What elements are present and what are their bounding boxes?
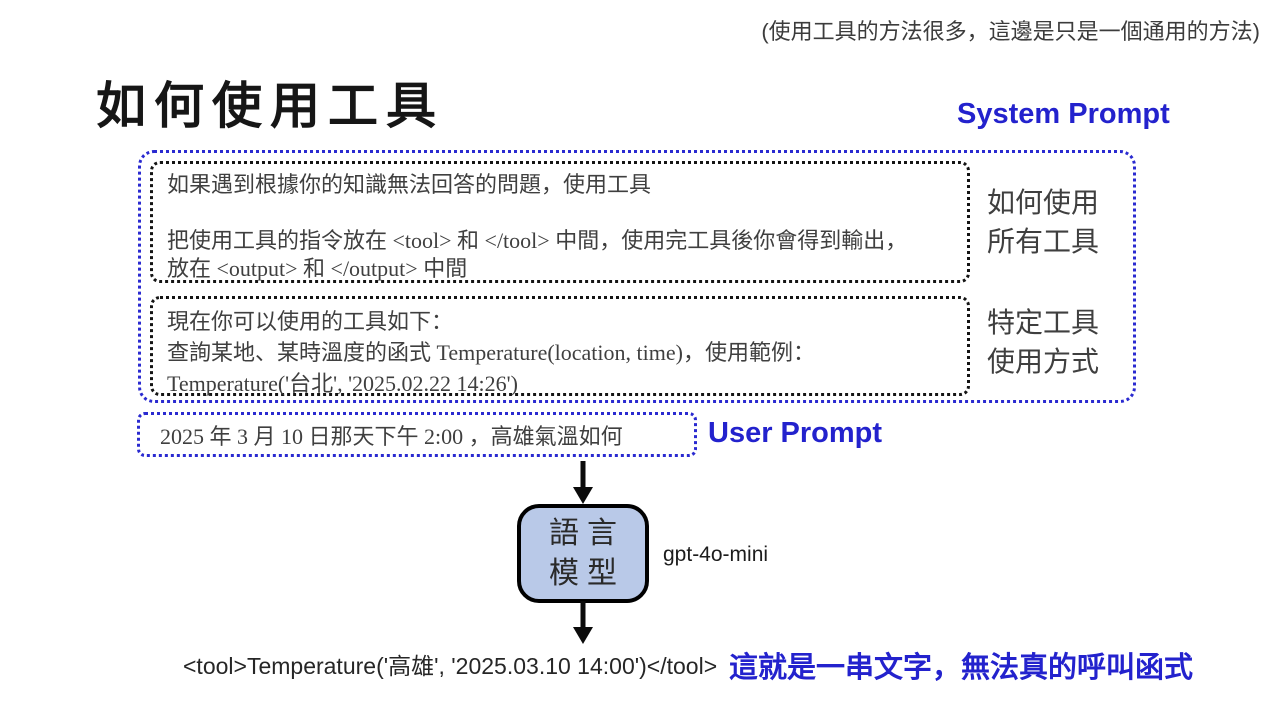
side-label-line: 所有工具 bbox=[987, 226, 1100, 257]
user-prompt-box: 2025 年 3 月 10 日那天下午 2:00 ，高雄氣溫如何 bbox=[137, 412, 697, 457]
model-box-line: 語言 bbox=[549, 516, 625, 550]
model-box-line: 模型 bbox=[549, 556, 625, 590]
specific-tool-spec-box: 現在你可以使用的工具如下： 查詢某地、某時溫度的函式 Temperature(l… bbox=[150, 296, 970, 396]
model-output-tool-call: <tool>Temperature('高雄', '2025.03.10 14:0… bbox=[183, 653, 718, 679]
general-instructions-line: 放在 <output> 和 </output> 中間 bbox=[167, 256, 468, 281]
page-title: 如何使用工具 bbox=[96, 78, 444, 134]
user-prompt-label: User Prompt bbox=[708, 417, 883, 449]
side-label-line: 特定工具 bbox=[987, 307, 1100, 338]
blank-line bbox=[167, 199, 953, 227]
output-annotation: 這就是一串文字，無法真的呼叫函式 bbox=[729, 652, 1194, 684]
side-label-specific-tool: 特定工具 使用方式 bbox=[987, 303, 1137, 381]
tool-spec-line: Temperature('台北', '2025.02.22 14:26') bbox=[167, 371, 518, 396]
general-instructions-line: 如果遇到根據你的知識無法回答的問題，使用工具 bbox=[167, 172, 652, 197]
model-name-label: gpt-4o-mini bbox=[663, 543, 769, 566]
side-label-general-tools: 如何使用 所有工具 bbox=[987, 183, 1137, 261]
slide-note: (使用工具的方法很多，這邊是只是一個通用的方法) bbox=[761, 19, 1260, 44]
side-label-line: 使用方式 bbox=[987, 346, 1100, 377]
system-prompt-label: System Prompt bbox=[957, 98, 1170, 130]
arrow-down-icon bbox=[573, 461, 593, 504]
general-tool-instructions-box: 如果遇到根據你的知識無法回答的問題，使用工具 把使用工具的指令放在 <tool>… bbox=[150, 161, 970, 283]
tool-spec-line: 查詢某地、某時溫度的函式 Temperature(location, time)… bbox=[167, 340, 815, 365]
tool-spec-line: 現在你可以使用的工具如下： bbox=[167, 309, 454, 334]
language-model-box: 語言 模型 bbox=[517, 504, 649, 603]
arrow-down-icon bbox=[573, 601, 593, 644]
side-label-line: 如何使用 bbox=[987, 187, 1100, 218]
user-prompt-text: 2025 年 3 月 10 日那天下午 2:00 ，高雄氣溫如何 bbox=[160, 423, 623, 449]
general-instructions-line: 把使用工具的指令放在 <tool> 和 </tool> 中間，使用完工具後你會得… bbox=[167, 228, 908, 253]
system-prompt-group: 如果遇到根據你的知識無法回答的問題，使用工具 把使用工具的指令放在 <tool>… bbox=[138, 150, 1136, 403]
